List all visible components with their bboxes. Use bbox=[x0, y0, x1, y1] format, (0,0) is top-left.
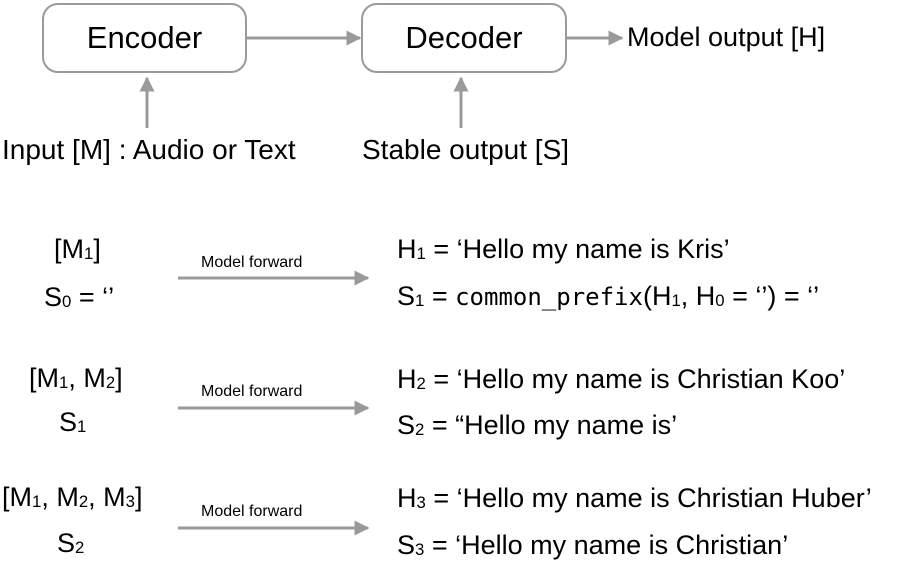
input-label: Input [M] : Audio or Text bbox=[2, 134, 296, 165]
step3-s-line: S3 = ‘Hello my name is Christian’ bbox=[397, 530, 789, 560]
step3-stable-in: S2 bbox=[57, 528, 85, 558]
step1-s-line: S1 = common_prefix(H1, H0 = ‘’) = ‘’ bbox=[397, 281, 820, 311]
step2-s-line: S2 = “Hello my name is’ bbox=[397, 410, 678, 440]
decoder-label: Decoder bbox=[405, 20, 523, 55]
stable-output-label: Stable output [S] bbox=[362, 134, 570, 165]
step2-input: [M1, M2] bbox=[29, 363, 123, 393]
step3-h-line: H3 = ‘Hello my name is Christian Huber’ bbox=[397, 483, 872, 513]
step3-input: [M1, M2, M3] bbox=[2, 482, 143, 512]
step1-h-line: H1 = ‘Hello my name is Kris’ bbox=[397, 234, 730, 264]
step2-h-line: H2 = ‘Hello my name is Christian Koo’ bbox=[397, 364, 846, 394]
step2-stable-in: S1 bbox=[59, 407, 87, 437]
encoder-label: Encoder bbox=[86, 20, 203, 55]
step1-stable-in: S0 = ‘’ bbox=[44, 282, 115, 312]
step1-input: [M1] bbox=[54, 234, 101, 264]
step3-arrow-label: Model forward bbox=[201, 503, 303, 520]
decoder-box: Decoder bbox=[361, 3, 567, 73]
step2-arrow-label: Model forward bbox=[201, 383, 303, 400]
model-output-label: Model output [H] bbox=[627, 22, 826, 52]
encoder-box: Encoder bbox=[42, 3, 247, 73]
step1-arrow-label: Model forward bbox=[201, 254, 303, 271]
common-prefix-func: common_prefix bbox=[455, 283, 643, 311]
